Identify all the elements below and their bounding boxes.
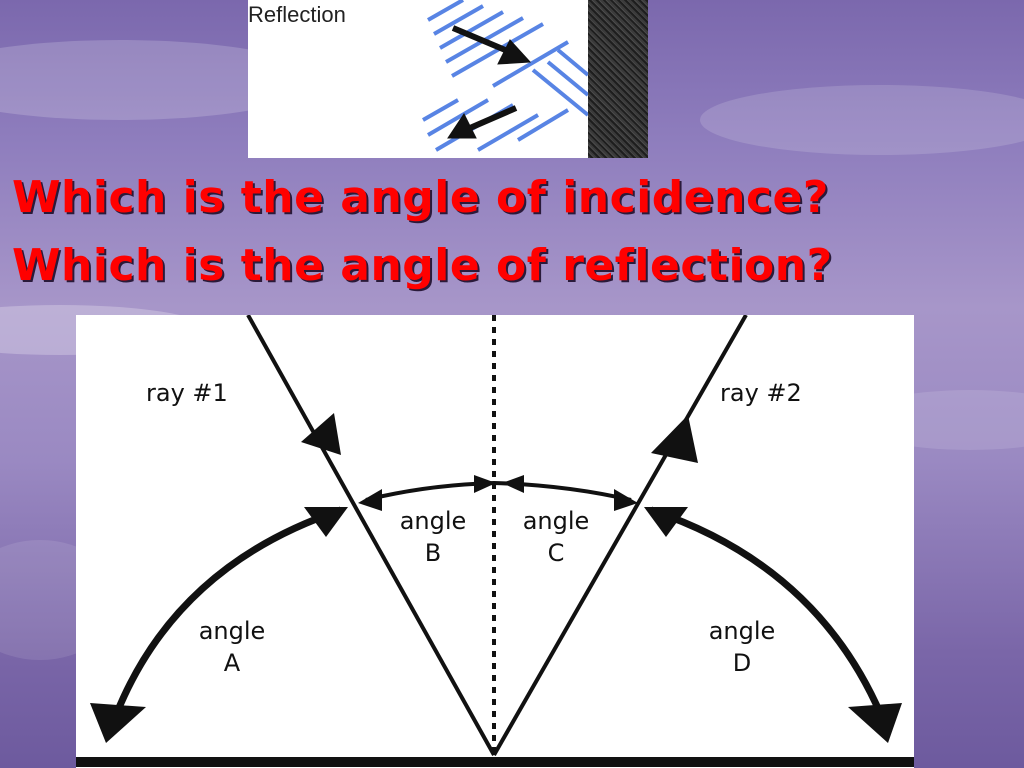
angle-d-label: angle D [690,615,794,679]
arc-d-bottom-arrowhead [848,703,902,743]
mirror-surface [588,0,648,158]
arc-normal-right-arrowhead [502,475,524,493]
angle-a-word: angle [198,617,266,645]
wave-illustration [422,0,590,152]
question-incidence: Which is the angle of incidence? [12,172,829,223]
ray-2-label: ray #2 [720,379,802,407]
angle-d-letter: D [732,649,752,677]
diagram-lines [76,315,914,767]
angle-d-word: angle [708,617,776,645]
arc-b-c [365,480,632,502]
inset-title: Reflection [248,2,346,27]
angle-c-letter: C [547,539,565,567]
angle-b-label: angle B [381,505,485,569]
arc-d [649,506,885,717]
question-reflection: Which is the angle of reflection? [12,240,833,291]
ray-2-arrowhead [651,415,698,463]
reflection-diagram: ray #1 ray #2 angle B angle C angle A an… [76,315,914,768]
arc-a-bottom-arrowhead [90,703,146,743]
angle-c-word: angle [522,507,590,535]
angle-b-word: angle [399,507,467,535]
arc-d-top-arrowhead [644,507,688,537]
arc-b-arrowhead [358,489,382,511]
ray-2-line [492,315,748,756]
ray-1-line [246,315,496,756]
ray-1-arrowhead [301,413,341,455]
ray-1-label: ray #1 [146,379,228,407]
angle-b-letter: B [424,539,442,567]
arc-normal-left-arrowhead [474,475,496,493]
arc-a [112,506,343,717]
angle-a-label: angle A [180,615,284,679]
angle-c-label: angle C [504,505,608,569]
angle-a-letter: A [223,649,241,677]
arc-c-arrowhead [614,489,638,511]
arc-a-top-arrowhead [304,507,348,537]
reflection-inset-image: Reflection [248,0,648,158]
